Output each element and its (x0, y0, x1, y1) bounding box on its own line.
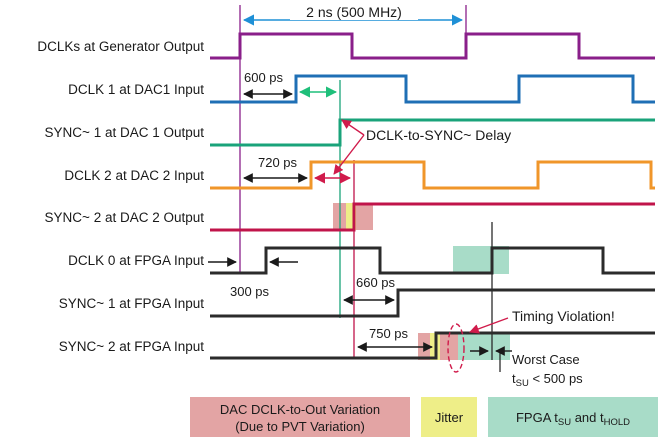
delay-label-sync1-fpga: 660 ps (356, 275, 396, 290)
signal-label-sync1-dac: SYNC~ 1 at DAC 1 Output (45, 125, 205, 140)
violation-ellipse (447, 323, 465, 373)
waveform-sync1-fpga (210, 288, 655, 318)
waveform-dclk0-fpga (210, 246, 655, 275)
delay-label-dclk1: 600 ps (244, 70, 284, 85)
waveform-sync2-fpga (210, 331, 655, 360)
signal-label-dclk2: DCLK 2 at DAC 2 Input (64, 168, 204, 183)
dclk-to-sync-pointer-1 (341, 119, 365, 136)
legend-swatch-dac-variation (190, 397, 410, 437)
waveform-generator (210, 32, 655, 60)
legend-dac-line2: (Due to PVT Variation) (235, 419, 365, 434)
delay-label-dclk2: 720 ps (258, 155, 298, 170)
delay-label-dclk0: 300 ps (230, 284, 270, 299)
sync2-fpga-setup-hold-window (453, 333, 510, 360)
tsu-condition-label: tSU < 500 ps (512, 371, 583, 389)
legend-swatch-jitter (421, 397, 477, 437)
signal-label-generator: DCLKs at Generator Output (37, 39, 204, 54)
signal-label-sync2-dac: SYNC~ 2 at DAC 2 Output (45, 210, 205, 225)
fpga-hold-window-dclk0 (453, 246, 509, 274)
waveform-sync2-dac (210, 202, 655, 232)
legend-swatch-fpga-window (488, 397, 658, 437)
period-label: 2 ns (500 MHz) (306, 4, 402, 20)
signal-label-sync2-fpga: SYNC~ 2 at FPGA Input (59, 339, 204, 354)
timing-violation-label: Timing Violation! (512, 308, 615, 324)
violation-pointer (469, 317, 509, 334)
legend-jitter: Jitter (435, 410, 464, 425)
waveform-sync1-dac (210, 118, 655, 147)
worst-case-label: Worst Case (512, 352, 580, 367)
legend-dac-line1: DAC DCLK-to-Out Variation (220, 402, 380, 417)
waveform-dclk1 (210, 74, 655, 104)
signal-label-dclk0: DCLK 0 at FPGA Input (68, 253, 204, 268)
delay-label-sync2-fpga: 750 ps (369, 326, 409, 341)
sync2-jitter-region (346, 203, 356, 230)
dclk-to-sync-pointer-2 (333, 134, 365, 175)
signal-label-dclk1: DCLK 1 at DAC1 Input (68, 82, 204, 97)
dclk-to-sync-label: DCLK-to-SYNC~ Delay (366, 127, 511, 143)
waveform-dclk2 (210, 160, 655, 190)
legend-fpga: FPGA tSU and tHOLD (516, 410, 630, 428)
signal-label-sync1-fpga: SYNC~ 1 at FPGA Input (59, 296, 204, 311)
